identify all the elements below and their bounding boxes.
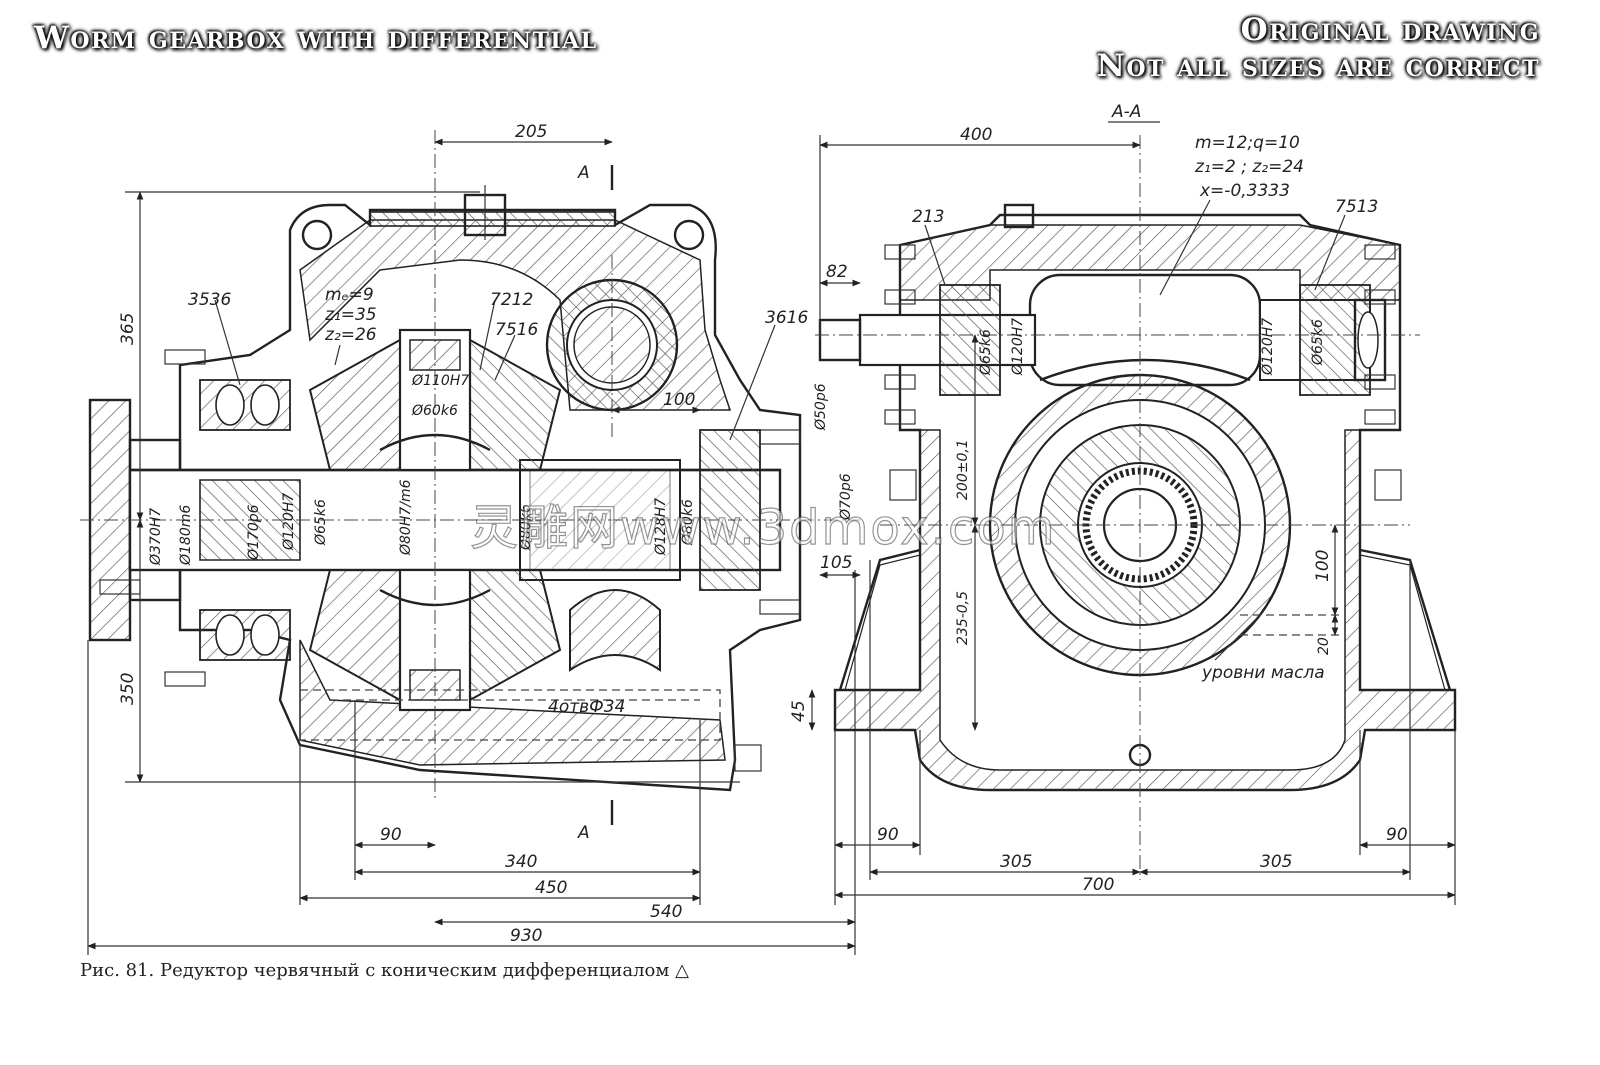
label-bearing-3616: 3616 <box>765 308 808 328</box>
longitudinal-section: А А 205 365 350 100 90 340 450 540 <box>80 122 860 955</box>
fit-128H7: Ø128H7 <box>653 498 669 556</box>
fit-120H7-r1: Ø120H7 <box>1010 318 1026 376</box>
fit-110H7: Ø110H7 <box>411 373 469 389</box>
cross-section-a-a: А-А <box>789 102 1457 905</box>
fit-65k6-r2: Ø65k6 <box>1310 319 1326 366</box>
dim-82: 82 <box>826 262 848 282</box>
dim-700: 700 <box>1082 875 1114 895</box>
label-bearing-213: 213 <box>912 207 944 227</box>
dim-305-right: 305 <box>1260 852 1292 872</box>
dim-205: 205 <box>515 122 547 142</box>
dim-930: 930 <box>510 926 542 946</box>
fit-80k6-b: Ø80k6 <box>680 499 696 546</box>
fit-80H7m6: Ø80H7/m6 <box>398 479 414 556</box>
fit-50p6: Ø50p6 <box>813 383 829 431</box>
fit-70p6: Ø70p6 <box>838 473 854 521</box>
drawing-note: Original drawing Not all sizes are corre… <box>1097 12 1540 84</box>
cut-mark-bottom: А <box>577 823 590 843</box>
technical-drawing: А А 205 365 350 100 90 340 450 540 <box>80 102 1457 955</box>
label-bearing-7516: 7516 <box>495 320 538 340</box>
bevel-module: mₑ=9 <box>325 285 374 305</box>
dim-200: 200±0,1 <box>955 439 971 500</box>
dim-100: 100 <box>663 390 695 410</box>
cut-mark-top: А <box>577 163 590 183</box>
fit-65k6-r1: Ø65k6 <box>978 329 994 376</box>
dim-105: 105 <box>820 553 852 573</box>
fit-60k6: Ø60k6 <box>411 403 458 419</box>
fit-65k6: Ø65k6 <box>313 499 329 546</box>
gear-shift: x=-0,3333 <box>1199 181 1290 201</box>
section-label: А-А <box>1111 102 1141 122</box>
label-bearing-3536: 3536 <box>188 290 231 310</box>
dim-540: 540 <box>650 902 682 922</box>
dim-45: 45 <box>789 700 809 722</box>
dim-100-right: 100 <box>1313 550 1333 582</box>
drawing-title: Worm gearbox with differential <box>34 20 598 56</box>
dim-305-left: 305 <box>1000 852 1032 872</box>
dim-400: 400 <box>960 125 992 145</box>
note-line-1: Original drawing <box>1240 12 1540 48</box>
note-line-2: Not all sizes are correct <box>1096 48 1540 84</box>
oil-level-label: уровни масла <box>1201 663 1325 683</box>
fit-170p6: Ø170p6 <box>246 504 262 561</box>
dim-90-left: 90 <box>877 825 899 845</box>
fit-370H7: Ø370H7 <box>148 508 164 566</box>
dim-235: 235-0,5 <box>955 591 971 645</box>
gear-teeth: z₁=2 ; z₂=24 <box>1194 157 1304 177</box>
fit-80k6-a: Ø80k6 <box>518 504 534 551</box>
fit-120H7: Ø120H7 <box>281 493 297 551</box>
gear-module: m=12;q=10 <box>1195 133 1300 153</box>
watermark: 灵雕网www.3dmox.com <box>469 499 1057 556</box>
fit-120H7-r2: Ø120H7 <box>1260 318 1276 376</box>
dim-365: 365 <box>118 313 138 345</box>
bearing-3536 <box>199 379 291 661</box>
label-bearing-7513: 7513 <box>1335 197 1378 217</box>
label-bearing-7212: 7212 <box>490 290 533 310</box>
dim-20: 20 <box>1316 637 1332 655</box>
holes-label: 4отвФ34 <box>548 697 625 717</box>
figure-caption: Рис. 81. Редуктор червячный с коническим… <box>80 960 689 981</box>
dim-450: 450 <box>535 878 567 898</box>
dim-90-right: 90 <box>1386 825 1408 845</box>
bevel-z2: z₂=26 <box>324 325 377 345</box>
dim-90: 90 <box>380 825 402 845</box>
dim-340: 340 <box>505 852 537 872</box>
dim-350: 350 <box>118 673 138 705</box>
fit-180m6: Ø180m6 <box>178 505 194 566</box>
bevel-z1: z₁=35 <box>324 305 377 325</box>
